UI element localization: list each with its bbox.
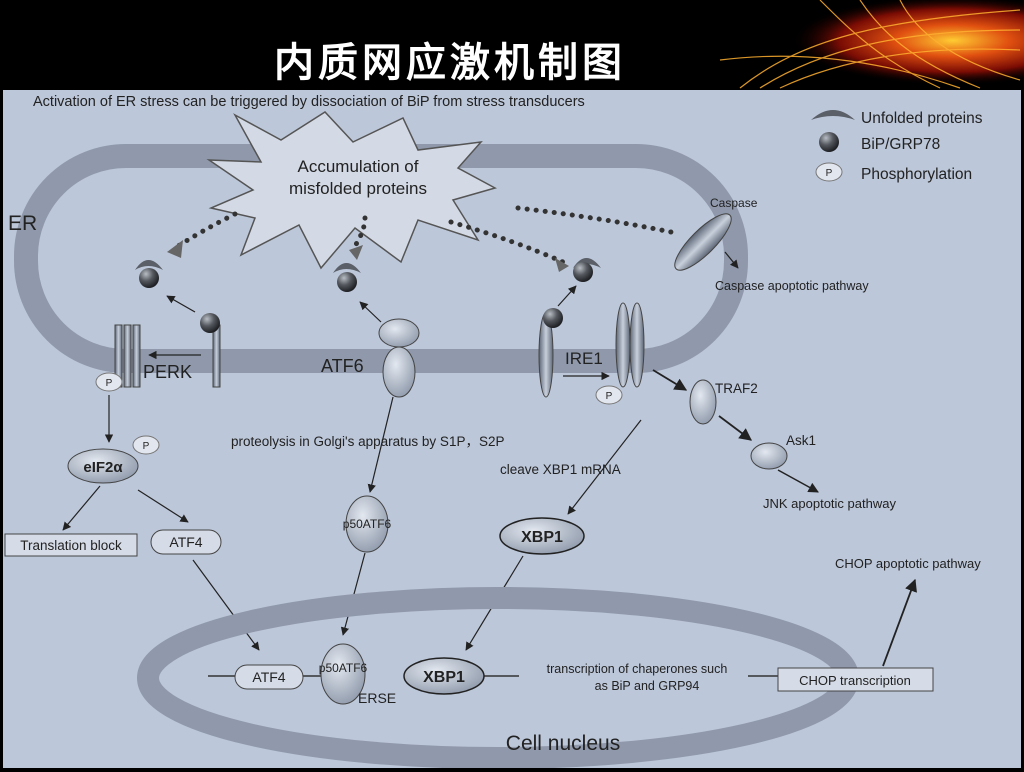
arrow bbox=[62, 485, 101, 531]
xbp1-node bbox=[499, 517, 585, 555]
burst-line1: Accumulation of bbox=[298, 157, 419, 176]
nucleus-atf4-label: ATF4 bbox=[252, 669, 285, 685]
arrowhead-tri bbox=[167, 240, 183, 258]
eif2a-phospho bbox=[132, 435, 160, 455]
atf6-label: ATF6 bbox=[321, 356, 364, 376]
transcription-line1: transcription of chaperones such bbox=[547, 662, 728, 676]
arrow bbox=[340, 552, 366, 636]
nucleus-xbp1-node bbox=[403, 657, 485, 695]
chop-transcription-label: CHOP transcription bbox=[799, 673, 911, 688]
translation-block-box bbox=[4, 533, 138, 557]
caspase-label: Caspase bbox=[710, 196, 758, 210]
jnk-pathway-label: JNK apoptotic pathway bbox=[763, 496, 896, 511]
arrow bbox=[567, 419, 642, 515]
burst-line2: misfolded proteins bbox=[289, 179, 427, 198]
diagram-header: Activation of ER stress can be triggered… bbox=[33, 94, 585, 110]
arrowhead-tri bbox=[555, 258, 569, 272]
chop-pathway-label: CHOP apoptotic pathway bbox=[835, 556, 981, 571]
transcription-line2: as BiP and GRP94 bbox=[595, 679, 700, 693]
legend-p-mark: P bbox=[826, 168, 833, 179]
ask1-label: Ask1 bbox=[786, 433, 816, 448]
legend-phospho: Phosphorylation bbox=[861, 166, 972, 183]
atf6-top bbox=[378, 318, 420, 348]
er-label: ER bbox=[8, 212, 37, 235]
traf2-node bbox=[689, 379, 717, 425]
ire1-receptor bbox=[538, 302, 645, 398]
bip-unfolded-atf6 bbox=[333, 263, 361, 292]
proteolysis-label: proteolysis in Golgi's apparatus by S1P，… bbox=[231, 434, 504, 449]
chop-transcription-box bbox=[777, 667, 934, 692]
perk-label: PERK bbox=[143, 362, 192, 382]
diagram-panel: ER Activation of ER stress can be trigge… bbox=[3, 90, 1021, 769]
legend: Unfolded proteins BiP/GRP78 P Phosphoryl… bbox=[811, 110, 983, 183]
nucleus-xbp1-label: XBP1 bbox=[423, 669, 465, 686]
legend-bip: BiP/GRP78 bbox=[861, 136, 940, 153]
arrow bbox=[166, 295, 196, 313]
ire1-phospho bbox=[595, 385, 623, 405]
translation-block-label: Translation block bbox=[20, 538, 122, 553]
arrowhead-tri bbox=[349, 245, 363, 260]
p50atf6-node bbox=[345, 495, 389, 553]
arrow bbox=[137, 489, 189, 523]
misfolded-burst bbox=[206, 111, 497, 270]
erse-label: ERSE bbox=[358, 690, 396, 706]
nucleus-atf4-box bbox=[234, 664, 304, 690]
arrow bbox=[359, 301, 382, 323]
nucleus-p50atf6-node bbox=[320, 643, 366, 705]
xbp1-label: XBP1 bbox=[521, 529, 563, 546]
atf4-label: ATF4 bbox=[169, 534, 202, 550]
legend-unfolded: Unfolded proteins bbox=[861, 110, 983, 127]
slide-title: 内质网应激机制图 bbox=[274, 39, 626, 86]
p-mark: P bbox=[606, 391, 613, 402]
bip-unfolded-perk bbox=[135, 260, 163, 288]
eif2a-label: eIF2α bbox=[83, 459, 123, 476]
er-stress-diagram: ER Activation of ER stress can be trigge… bbox=[4, 94, 983, 769]
traf2-label: TRAF2 bbox=[715, 381, 758, 396]
flame-decoration bbox=[700, 0, 1024, 90]
caspase-pathway-label: Caspase apoptotic pathway bbox=[715, 279, 869, 293]
p50atf6-label: p50ATF6 bbox=[343, 517, 392, 531]
p-mark: P bbox=[143, 441, 150, 452]
arrow bbox=[718, 415, 753, 441]
title-bar: 内质网应激机制图 bbox=[0, 0, 1024, 90]
eif2a-node bbox=[67, 448, 139, 484]
perk-phospho bbox=[95, 372, 123, 392]
unfolded-protein-icon bbox=[811, 110, 855, 120]
bip-icon bbox=[819, 132, 839, 152]
ire1-label: IRE1 bbox=[565, 349, 603, 368]
arrow bbox=[777, 469, 819, 493]
arrow bbox=[882, 578, 917, 667]
arrow bbox=[652, 369, 688, 391]
cell-nucleus-label: Cell nucleus bbox=[506, 732, 620, 755]
arrow bbox=[367, 396, 394, 493]
arrow bbox=[724, 251, 739, 269]
bip-unfolded-ire1 bbox=[573, 258, 601, 282]
atf6-bottom bbox=[382, 346, 416, 398]
arrow bbox=[192, 559, 260, 651]
phosphorylation-icon bbox=[815, 162, 843, 182]
arrow bbox=[557, 285, 577, 307]
caspase-shape bbox=[674, 213, 732, 271]
ask1-node bbox=[750, 442, 788, 470]
cleave-label: cleave XBP1 mRNA bbox=[500, 462, 621, 477]
perk-receptor bbox=[114, 313, 221, 388]
nucleus-p50atf6-label: p50ATF6 bbox=[319, 661, 368, 675]
p-mark: P bbox=[106, 378, 113, 389]
atf4-box bbox=[150, 529, 222, 555]
